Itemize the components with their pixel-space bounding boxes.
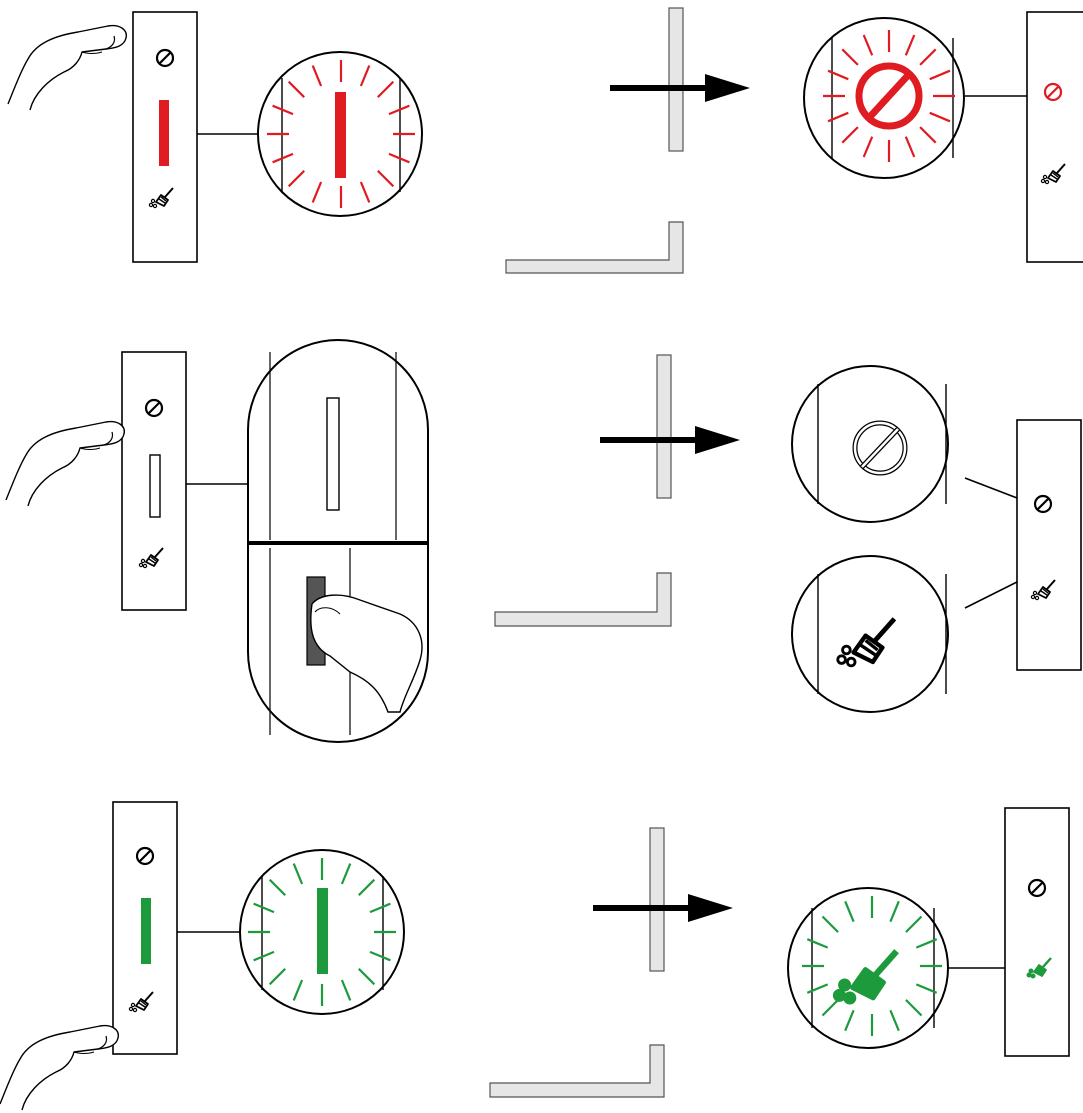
- flash-ray: [841, 126, 859, 144]
- arrow-right-icon: [610, 74, 750, 102]
- flash-ray: [821, 915, 839, 933]
- flash-ray: [844, 1009, 855, 1032]
- flash-ray: [268, 968, 286, 986]
- flash-ray: [806, 938, 829, 949]
- flash-ray: [905, 999, 923, 1017]
- flash-ray: [844, 900, 855, 923]
- flash-ray: [821, 999, 839, 1017]
- mounting-bracket-base: [505, 221, 684, 274]
- flash-ray: [919, 48, 937, 66]
- flash-ray: [272, 104, 294, 116]
- hand-pointing-icon: [0, 1024, 120, 1111]
- flash-ray: [377, 80, 395, 98]
- zoom-circle-no-symbol: [791, 365, 949, 523]
- flash-ray: [253, 902, 275, 914]
- mounting-bracket-base: [494, 572, 672, 627]
- control-panel-result: [1004, 807, 1070, 1057]
- hand-pointing-icon: [5, 420, 126, 507]
- flash-ray: [359, 65, 371, 87]
- flash-ray: [862, 136, 874, 158]
- flash-ray: [340, 979, 352, 1001]
- flash-ray: [862, 34, 874, 56]
- mounting-bracket: [649, 827, 665, 972]
- flash-ray: [292, 979, 304, 1001]
- step-3: [0, 801, 1070, 1111]
- flash-ray: [919, 126, 937, 144]
- flash-ray: [340, 863, 352, 885]
- control-panel-result: [1016, 419, 1082, 671]
- flash-ray: [904, 34, 916, 56]
- flash-ray: [889, 1009, 900, 1032]
- flash-ray: [358, 878, 376, 896]
- zoom-circle-brush: [791, 555, 949, 713]
- zoom-capsule-slot-press: [247, 339, 429, 743]
- indicator-bar-icon: [141, 898, 151, 964]
- flash-ray: [388, 152, 410, 164]
- flash-ray: [827, 111, 849, 123]
- mounting-bracket-base: [489, 1044, 665, 1098]
- flash-ray: [929, 111, 951, 123]
- flash-ray: [311, 181, 323, 203]
- step-2: [5, 339, 1082, 743]
- flash-ray: [806, 983, 829, 994]
- flash-ray: [827, 69, 849, 81]
- flash-ray: [311, 65, 323, 87]
- zoom-circle-red-bar: [257, 51, 423, 217]
- indicator-bar-icon: [159, 100, 169, 166]
- slot-button: [149, 454, 161, 518]
- hand-pointing-icon: [7, 24, 128, 111]
- flash-ray: [369, 950, 391, 962]
- flash-ray: [287, 80, 305, 98]
- flash-ray: [268, 878, 286, 896]
- flash-ray: [841, 48, 859, 66]
- step-1: [7, 7, 1083, 274]
- flash-ray: [369, 902, 391, 914]
- zoom-circle-no-symbol-red: [803, 17, 965, 179]
- flash-ray: [272, 152, 294, 164]
- flash-ray: [905, 915, 923, 933]
- flash-ray: [889, 900, 900, 923]
- flash-ray: [388, 104, 410, 116]
- flash-ray: [377, 170, 395, 188]
- flash-ray: [358, 968, 376, 986]
- flash-ray: [915, 938, 938, 949]
- zoom-circle-green-bar: [239, 849, 405, 1015]
- flash-ray: [929, 69, 951, 81]
- mounting-bracket: [656, 354, 672, 499]
- flash-ray: [287, 170, 305, 188]
- arrow-right-icon: [593, 894, 733, 922]
- flash-ray: [915, 983, 938, 994]
- flash-ray: [253, 950, 275, 962]
- zoom-circle-brush-green: [787, 887, 949, 1049]
- flash-ray: [904, 136, 916, 158]
- arrow-right-icon: [600, 426, 740, 454]
- flash-ray: [292, 863, 304, 885]
- control-panel-result: [1026, 11, 1083, 263]
- flash-ray: [359, 181, 371, 203]
- mounting-bracket: [668, 7, 684, 152]
